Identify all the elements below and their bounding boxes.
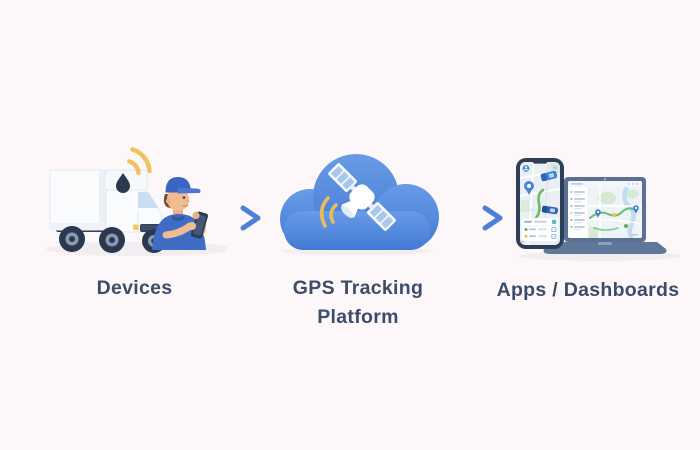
dashboard-map (568, 181, 642, 238)
vehicle-icon (541, 205, 559, 215)
node-label-platform-line1: GPS Tracking (292, 277, 424, 299)
smartphone-icon (190, 211, 209, 239)
phone-map (520, 162, 560, 245)
flow-arrow-devices-to-platform (207, 203, 265, 233)
avatar (522, 165, 530, 172)
trip-status-card (521, 217, 559, 242)
devices-illustration (516, 158, 680, 261)
node-platform (272, 151, 442, 255)
node-label-platform-line2: Platform (317, 306, 399, 328)
map-marker-icon (524, 181, 534, 195)
smartphone-map-icon (516, 158, 564, 249)
cloud-illustration (280, 154, 439, 255)
node-label-apps: Apps / Dashboards (496, 279, 680, 301)
signal-waves-icon (319, 196, 338, 228)
wheel-icon (59, 226, 85, 252)
node-label-devices: Devices (96, 277, 173, 299)
satellite-icon (328, 163, 396, 231)
truck-icon (49, 169, 166, 253)
vehicle-icon (540, 170, 558, 182)
driver-icon (152, 177, 209, 250)
signal-waves-icon (127, 147, 152, 176)
wheel-icon (99, 227, 125, 253)
flow-arrow-platform-to-apps (449, 203, 507, 233)
gps-tracker-icon (104, 169, 148, 193)
arrow-right-icon (207, 205, 261, 231)
node-apps (510, 148, 680, 263)
node-label-platform: GPS Tracking Platform (262, 274, 454, 332)
arrow-right-icon (449, 205, 503, 231)
cap-icon (165, 177, 201, 194)
truck-illustration (46, 147, 227, 256)
map-marker-icon (595, 209, 601, 218)
laptop-dashboard-icon (543, 177, 667, 254)
map-marker-icon (633, 205, 639, 214)
node-devices (42, 136, 227, 258)
